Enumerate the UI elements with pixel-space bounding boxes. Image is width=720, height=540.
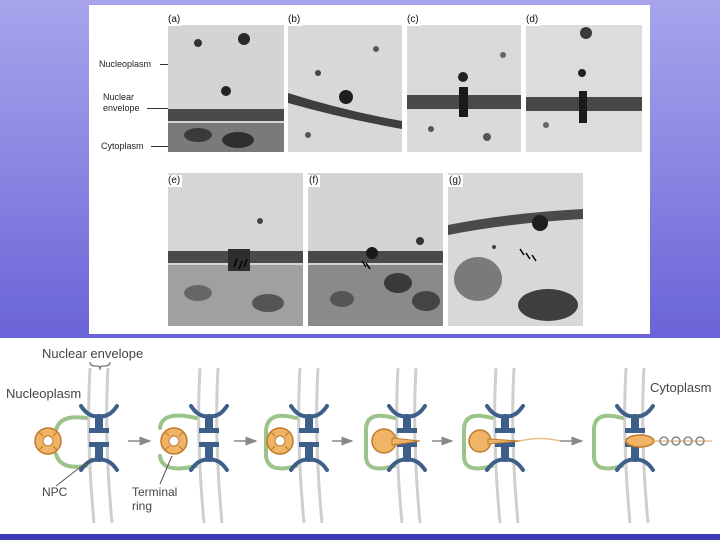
- rnp-stage-4: [371, 428, 421, 454]
- export-diagram-svg: Nuclear envelope Nucleoplasm Cytoplasm N…: [6, 346, 712, 524]
- basket-stage-5: [462, 413, 494, 471]
- basket-stage-3: [264, 413, 298, 471]
- membrane-stage-3: [297, 367, 324, 524]
- micrograph-b: [288, 25, 402, 152]
- panel-label-g: (g): [447, 175, 464, 187]
- basket-stage-4: [364, 413, 396, 471]
- label-terminal-ring-line2: ring: [132, 499, 152, 513]
- rnp-stage-2: [160, 427, 188, 455]
- rnp-stage-6: [625, 434, 712, 448]
- micrograph-d: [526, 25, 642, 152]
- leader-nucleoplasm: [160, 64, 168, 65]
- nuclear-envelope-bracket: [89, 361, 111, 371]
- label-diagram-cytoplasm: Cytoplasm: [650, 380, 711, 395]
- membrane-stage-1: [87, 367, 114, 524]
- leader-terminal-ring: [159, 455, 173, 485]
- npc-stage-1: [79, 404, 119, 472]
- panel-label-b: (b): [286, 14, 303, 26]
- leader-nuclear-envelope: [147, 108, 168, 109]
- micrograph-g: [448, 173, 583, 326]
- panel-label-a: (a): [166, 14, 183, 26]
- rnp-stage-5: [468, 429, 561, 453]
- npc-stage-3: [289, 404, 329, 472]
- membrane-stage-2: [197, 367, 224, 524]
- label-nucleoplasm: Nucleoplasm: [99, 59, 152, 69]
- export-diagram: Nuclear envelope Nucleoplasm Cytoplasm N…: [0, 338, 720, 534]
- rnp-stage-3: [266, 427, 294, 455]
- micrograph-c: [407, 25, 521, 152]
- panel-label-f: (f): [307, 175, 321, 187]
- micrograph-a: [168, 25, 284, 152]
- npc-stage-2: [189, 404, 229, 472]
- micrograph-f: [308, 173, 443, 326]
- label-diagram-nucleoplasm: Nucleoplasm: [6, 386, 81, 401]
- basket-stage-6: [592, 413, 624, 471]
- bottom-bar: [0, 534, 720, 540]
- label-nuclear-envelope-line1: Nuclear: [103, 92, 135, 102]
- label-cytoplasm: Cytoplasm: [101, 141, 144, 151]
- label-terminal-ring-line1: Terminal: [132, 485, 177, 499]
- micrograph-figure: Nucleoplasm Nuclear envelope Cytoplasm: [89, 5, 650, 334]
- panel-label-d: (d): [524, 14, 541, 26]
- label-nuclear-envelope: Nuclear envelope: [42, 346, 143, 361]
- leader-npc: [55, 457, 93, 487]
- label-npc: NPC: [42, 485, 68, 499]
- label-nuclear-envelope-line2: envelope: [103, 103, 140, 113]
- micrograph-e: [168, 173, 303, 326]
- panel-label-e: (e): [166, 175, 183, 187]
- npc-stage-5: [485, 404, 525, 472]
- rnp-stage-1: [34, 427, 62, 455]
- panel-label-c: (c): [405, 14, 421, 26]
- leader-cytoplasm: [151, 146, 168, 147]
